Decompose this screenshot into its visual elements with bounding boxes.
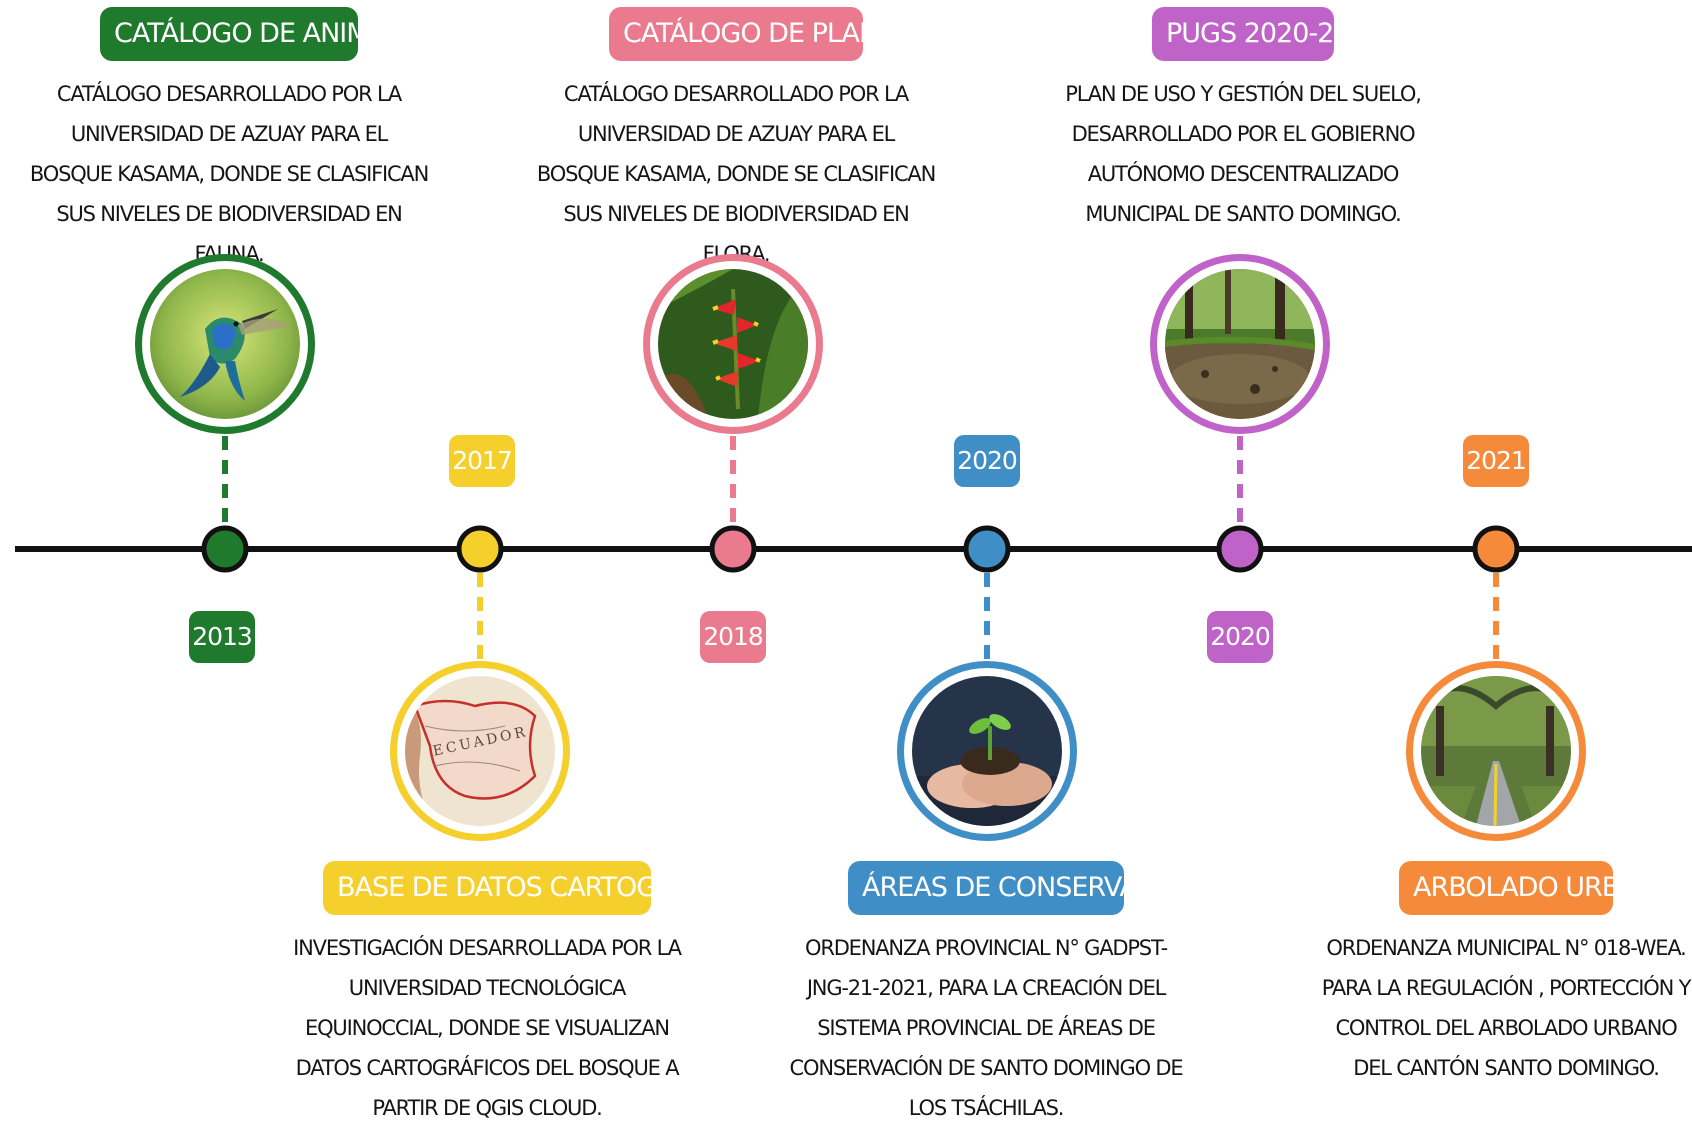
- event-description-pugs: PLAN DE USO Y GESTIÓN DEL SUELO, DESARRO…: [1065, 82, 1422, 226]
- event-description-cartografica: INVESTIGACIÓN DESARROLLADA POR LA UNIVER…: [293, 936, 682, 1120]
- hands-seedling-icon: [912, 676, 1062, 826]
- event-title-plantas: CATÁLOGO DE PLANTAS: [609, 7, 926, 61]
- hummingbird-icon: [150, 269, 300, 419]
- event-year-cartografica: 2017: [449, 435, 515, 487]
- timeline-graphic: [15, 436, 1692, 662]
- event-title-arbolado: ARBOLADO URBANO: [1399, 861, 1677, 915]
- event-photo-pugs: [1150, 254, 1330, 434]
- event-year-animales: 2013: [189, 611, 255, 663]
- event-title-cartografica: BASE DE DATOS CARTOGRÁFICA: [323, 861, 748, 915]
- event-year-conservacion: 2020: [954, 435, 1020, 487]
- event-year-pugs: 2020: [1207, 611, 1273, 663]
- forest-soil-icon: [1165, 269, 1315, 419]
- event-description-plantas: CATÁLOGO DESARROLLADO POR LA UNIVERSIDAD…: [536, 82, 936, 266]
- event-photo-plantas: [643, 254, 823, 434]
- event-photo-arbolado: [1406, 661, 1586, 841]
- event-description-animales: CATÁLOGO DESARROLLADO POR LA UNIVERSIDAD…: [29, 82, 429, 266]
- event-photo-conservacion: [897, 661, 1077, 841]
- heliconia-flower-icon: [658, 269, 808, 419]
- event-title-animales: CATÁLOGO DE ANIMALES: [100, 7, 433, 61]
- event-year-plantas: 2018: [700, 611, 766, 663]
- timeline-dot-2: [709, 525, 757, 573]
- event-photo-cartografica: ECUADOR: [390, 661, 570, 841]
- timeline-dot-3: [963, 525, 1011, 573]
- map-icon: ECUADOR: [405, 676, 555, 826]
- timeline-dot-0: [201, 525, 249, 573]
- event-photo-animales: [135, 254, 315, 434]
- timeline-dot-5: [1472, 525, 1520, 573]
- event-description-conservacion: ORDENANZA PROVINCIAL N° GADPST-JNG-21-20…: [789, 936, 1184, 1120]
- timeline-dot-1: [456, 525, 504, 573]
- event-title-pugs: PUGS 2020-2032: [1152, 7, 1383, 61]
- tree-lined-road-icon: [1421, 676, 1571, 826]
- event-description-arbolado: ORDENANZA MUNICIPAL N° 018-WEA. PARA LA …: [1321, 936, 1692, 1080]
- event-year-arbolado: 2021: [1463, 435, 1529, 487]
- timeline-dot-4: [1216, 525, 1264, 573]
- event-title-conservacion: ÁREAS DE CONSERVACIÓN: [848, 861, 1202, 915]
